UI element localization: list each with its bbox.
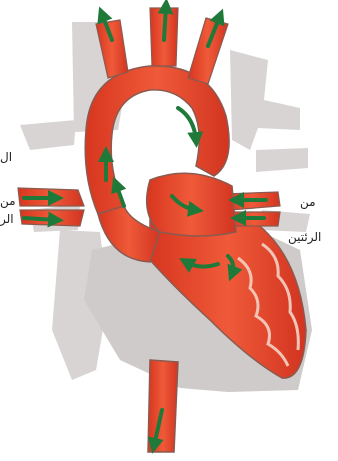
descending-aorta-bottom xyxy=(148,360,178,452)
right-vessel-stub xyxy=(230,50,300,150)
label-left-lungs-clipped: الر xyxy=(0,212,14,226)
flow-arrow-icon xyxy=(178,108,196,140)
label-right-lungs: الرئتين xyxy=(288,230,321,244)
flow-arrow-icon xyxy=(24,218,56,220)
label-left-top-clipped: ال xyxy=(0,150,12,164)
label-left-from: من xyxy=(0,194,16,208)
left-atrium xyxy=(147,173,236,236)
label-right-from: من xyxy=(300,195,316,209)
flow-arrow-icon xyxy=(164,6,166,40)
